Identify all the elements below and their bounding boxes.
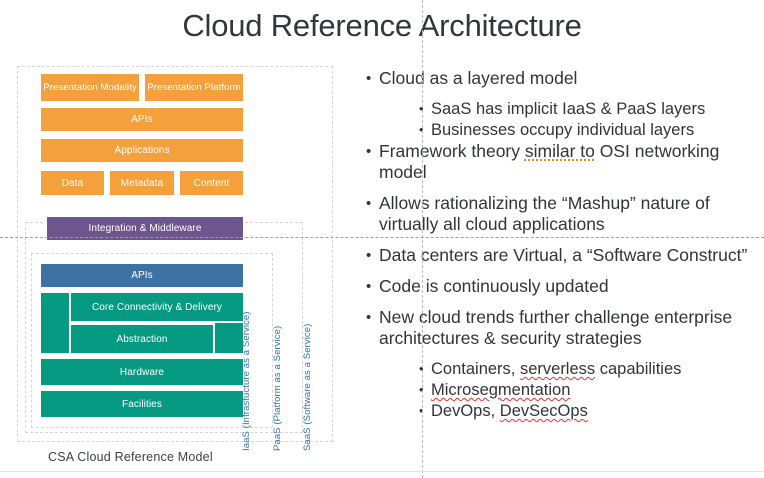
service-label-iaas: IaaS (Infrastucture as a Service) <box>241 311 252 451</box>
service-label-paas: PaaS (Platform as a Service) <box>272 325 283 451</box>
bullet-dot-icon: • <box>419 101 424 116</box>
block-presentation-modality: Presentation Modality <box>39 72 141 103</box>
block-core-connectivity-delivery: Core Connectivity & Delivery <box>69 291 245 323</box>
bullet-text: Framework theory similar to OSI networki… <box>379 141 720 182</box>
bullet-text: Cloud as a layered model <box>379 68 578 88</box>
block-apis-bottom: APIs <box>39 262 245 289</box>
bullet-sub-item: • Containers, serverless capabilities <box>419 359 758 379</box>
bullet-text: SaaS has implicit IaaS & PaaS layers <box>431 100 706 118</box>
bullet-text: Allows rationalizing the “Mashup” nature… <box>379 193 710 234</box>
spellcheck-underline: serverless <box>519 360 596 378</box>
page-title: Cloud Reference Architecture <box>182 8 582 43</box>
bullet-sub-item: • DevOps, DevSecOps <box>419 401 758 421</box>
bullet-item: • Allows rationalizing the “Mashup” natur… <box>366 193 758 235</box>
bullet-text: Containers, serverless capabilities <box>431 360 682 378</box>
block-applications: Applications <box>39 137 245 164</box>
bullet-item: • Cloud as a layered model <box>366 68 758 89</box>
grammarcheck-underline: similar to <box>524 141 595 161</box>
bullet-dot-icon: • <box>419 382 424 397</box>
bullet-dot-icon: • <box>419 122 424 137</box>
bullet-item: • Code is continuously updated <box>366 276 758 297</box>
block-data: Data <box>39 169 106 197</box>
bullet-text: Businesses occupy individual layers <box>431 121 695 139</box>
spellcheck-underline: Microsegmentation <box>431 381 571 399</box>
block-apis-top: APIs <box>39 106 245 133</box>
bullet-sub-item: • Businesses occupy individual layers <box>419 120 758 140</box>
saas-boundary-box <box>17 66 333 442</box>
bullet-sub-item: • Microsegmentation <box>419 380 758 400</box>
bullet-sub-item: • SaaS has implicit IaaS & PaaS layers <box>419 99 758 119</box>
bullet-dot-icon: • <box>366 309 372 326</box>
service-label-saas: SaaS (Software as a Service) <box>302 323 313 451</box>
bullet-text: New cloud trends further challenge enter… <box>379 307 733 348</box>
bullet-list: • Cloud as a layered model • SaaS has impli… <box>366 68 758 422</box>
bullet-item: • Framework theory similar to OSI network… <box>366 141 758 183</box>
bullet-text: Data centers are Virtual, a “Software Co… <box>379 245 748 265</box>
bullet-text: DevOps, DevSecOps <box>431 402 588 420</box>
bullet-dot-icon: • <box>366 278 372 295</box>
bullet-dot-icon: • <box>366 247 372 264</box>
block-metadata: Metadata <box>108 169 176 197</box>
block-hardware: Hardware <box>39 357 245 387</box>
bullet-dot-icon: • <box>366 195 372 212</box>
slide-bottom-rule <box>0 471 764 472</box>
bullet-dot-icon: • <box>419 403 424 418</box>
bullet-item: • Data centers are Virtual, a “Software C… <box>366 245 758 266</box>
bullet-text: Microsegmentation <box>431 380 758 400</box>
bullet-dot-icon: • <box>366 143 372 160</box>
vertical-center-guide <box>422 0 423 478</box>
bullet-text: Code is continuously updated <box>379 276 609 296</box>
spellcheck-underline: DevSecOps <box>499 402 588 420</box>
bullet-item: • New cloud trends further challenge ente… <box>366 307 758 349</box>
bullet-dot-icon: • <box>366 70 372 87</box>
iaas-boundary-box <box>31 253 273 428</box>
block-abstraction: Abstraction <box>69 323 215 355</box>
block-facilities: Facilities <box>39 389 245 419</box>
block-content: Content <box>178 169 245 197</box>
csa-cloud-reference-model-diagram: Presentation Modality Presentation Platf… <box>0 0 380 478</box>
block-presentation-platform: Presentation Platform <box>143 72 245 103</box>
horizontal-center-guide <box>0 237 764 238</box>
bullet-dot-icon: • <box>419 361 424 376</box>
diagram-caption: CSA Cloud Reference Model <box>48 450 213 464</box>
